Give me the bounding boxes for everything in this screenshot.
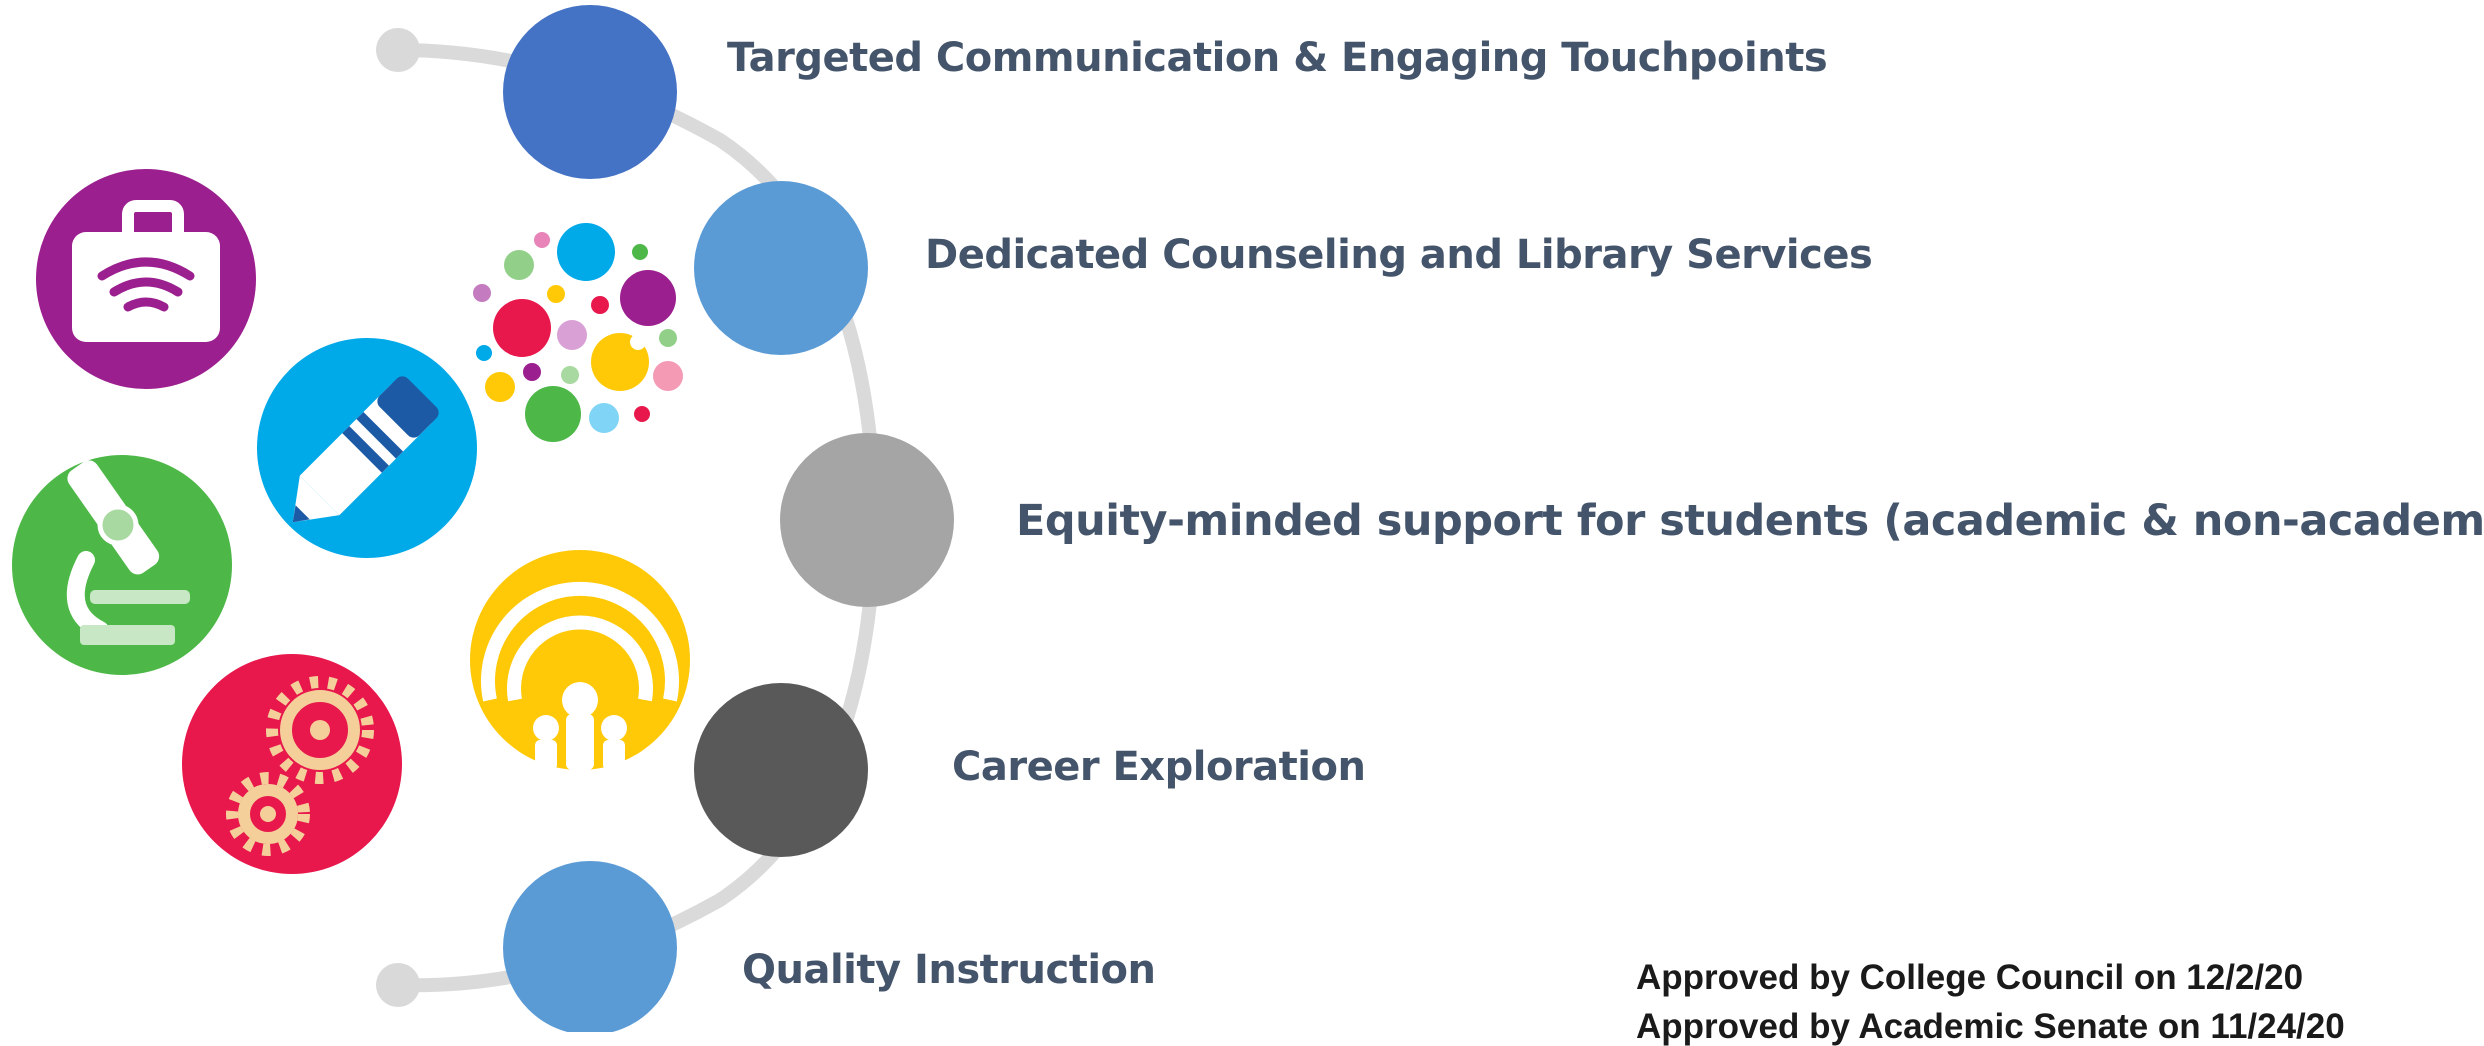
gears-icon bbox=[182, 654, 402, 874]
milestone-circle-2 bbox=[694, 181, 868, 355]
icon-cluster bbox=[473, 223, 683, 442]
milestone-circle-3 bbox=[780, 433, 954, 607]
item-label-targeted-communication: Targeted Communication & Engaging Touchp… bbox=[727, 35, 1828, 81]
pencil-icon bbox=[257, 338, 477, 558]
arc-end-bottom bbox=[376, 963, 420, 1007]
broadcast-people-icon bbox=[470, 550, 690, 770]
microscope-icon bbox=[12, 455, 232, 675]
item-label-counseling-library: Dedicated Counseling and Library Service… bbox=[925, 232, 1873, 278]
approval-college-council: Approved by College Council on 12/2/20 bbox=[1636, 958, 2304, 997]
milestone-circle-5 bbox=[503, 861, 677, 1032]
arc-end-top bbox=[376, 28, 420, 72]
briefcase-wifi-icon bbox=[36, 169, 256, 389]
milestone-circle-4 bbox=[694, 683, 868, 857]
item-label-equity-support: Equity-minded support for students (acad… bbox=[1016, 496, 2484, 546]
approval-academic-senate: Approved by Academic Senate on 11/24/20 bbox=[1636, 1007, 2345, 1046]
milestone-circle-1 bbox=[503, 5, 677, 179]
item-label-career-exploration: Career Exploration bbox=[952, 744, 1366, 790]
item-label-quality-instruction: Quality Instruction bbox=[742, 947, 1156, 993]
